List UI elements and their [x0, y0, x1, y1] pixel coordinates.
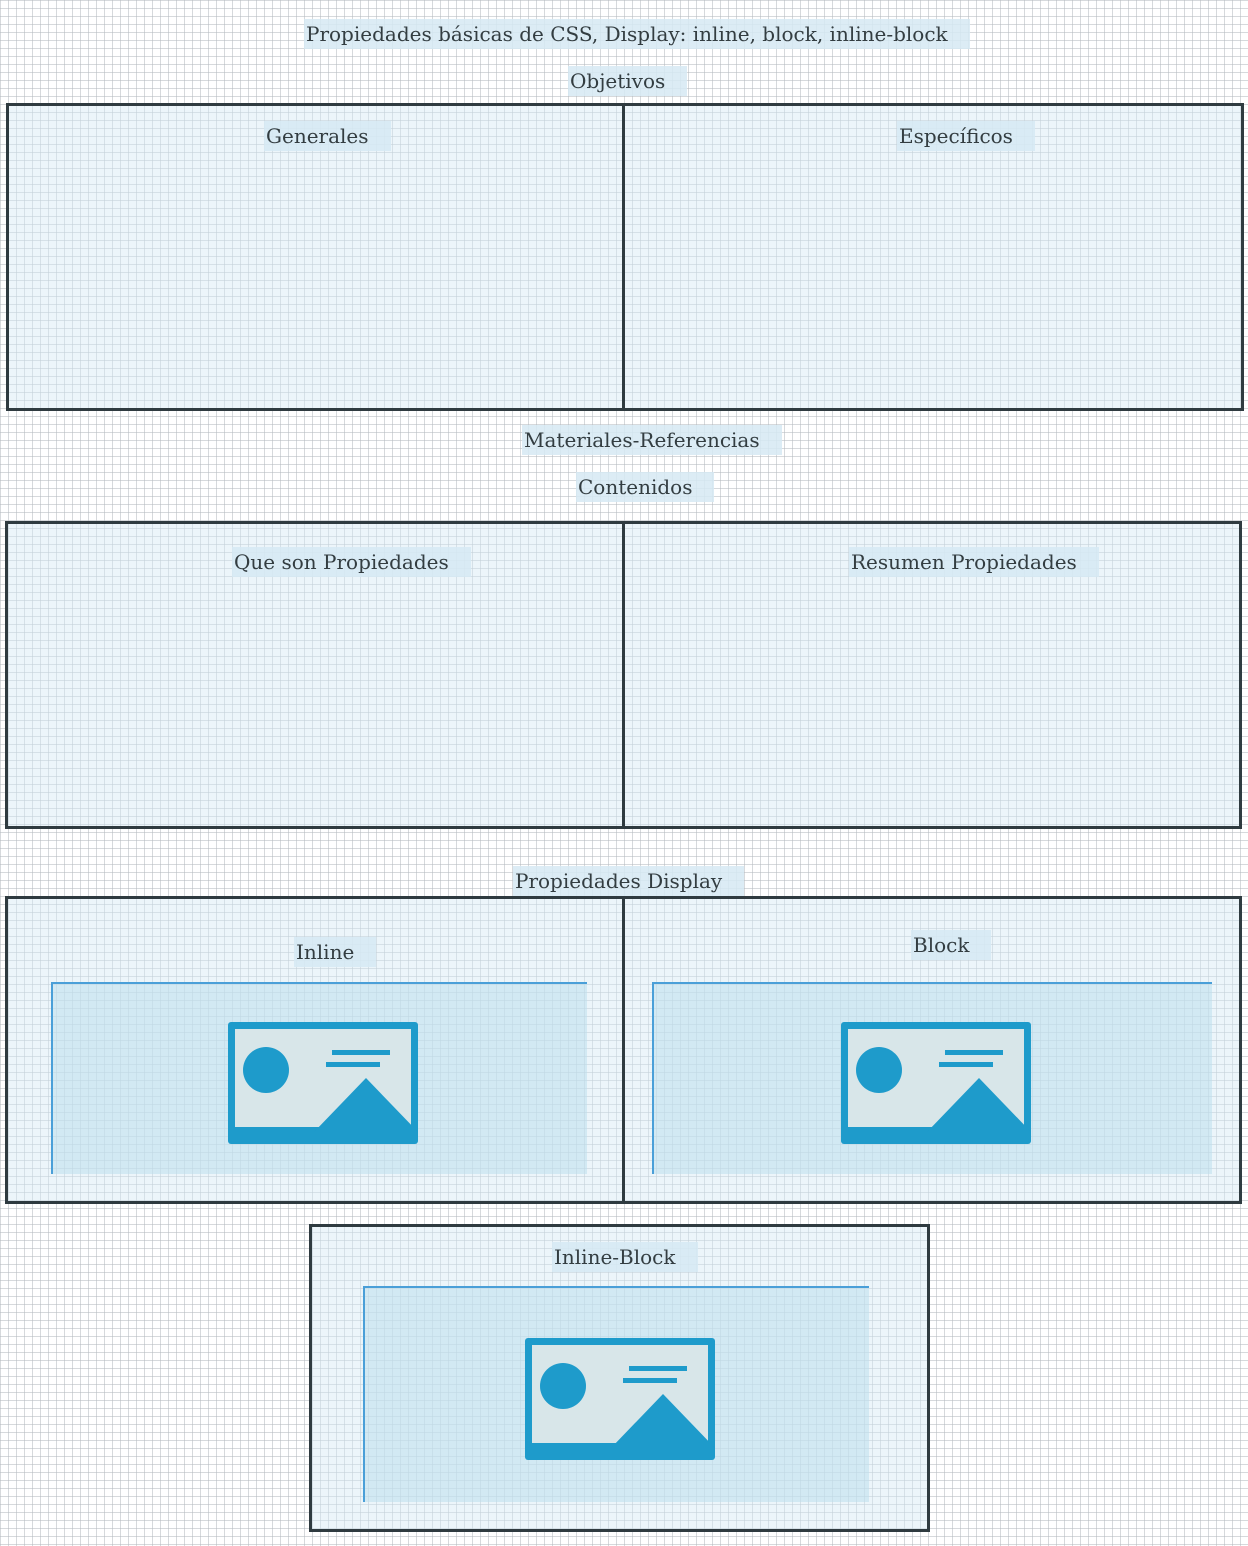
page-title: Propiedades básicas de CSS, Display: inl…: [304, 19, 970, 49]
materials-heading: Materiales-Referencias: [522, 425, 782, 455]
objectives-heading: Objetivos: [568, 66, 688, 96]
general-objectives-box: [6, 103, 625, 411]
display-heading: Propiedades Display: [513, 866, 745, 896]
image-placeholder-icon: [841, 1022, 1031, 1144]
image-placeholder-icon: [228, 1022, 418, 1144]
contents-heading: Contenidos: [576, 472, 715, 502]
block-image-frame[interactable]: [652, 982, 1212, 1174]
properties-summary-label: Resumen Propiedades: [849, 547, 1099, 577]
inline-block-image-frame[interactable]: [363, 1286, 869, 1502]
general-objectives-label: Generales: [264, 121, 391, 151]
inline-label: Inline: [294, 937, 377, 967]
image-placeholder-icon: [525, 1338, 715, 1460]
block-label: Block: [911, 930, 992, 960]
inline-image-frame[interactable]: [51, 982, 587, 1174]
inline-block-label: Inline-Block: [552, 1242, 698, 1272]
specific-objectives-box: [622, 103, 1244, 411]
what-are-properties-label: Que son Propiedades: [232, 547, 471, 577]
specific-objectives-label: Específicos: [897, 121, 1035, 151]
